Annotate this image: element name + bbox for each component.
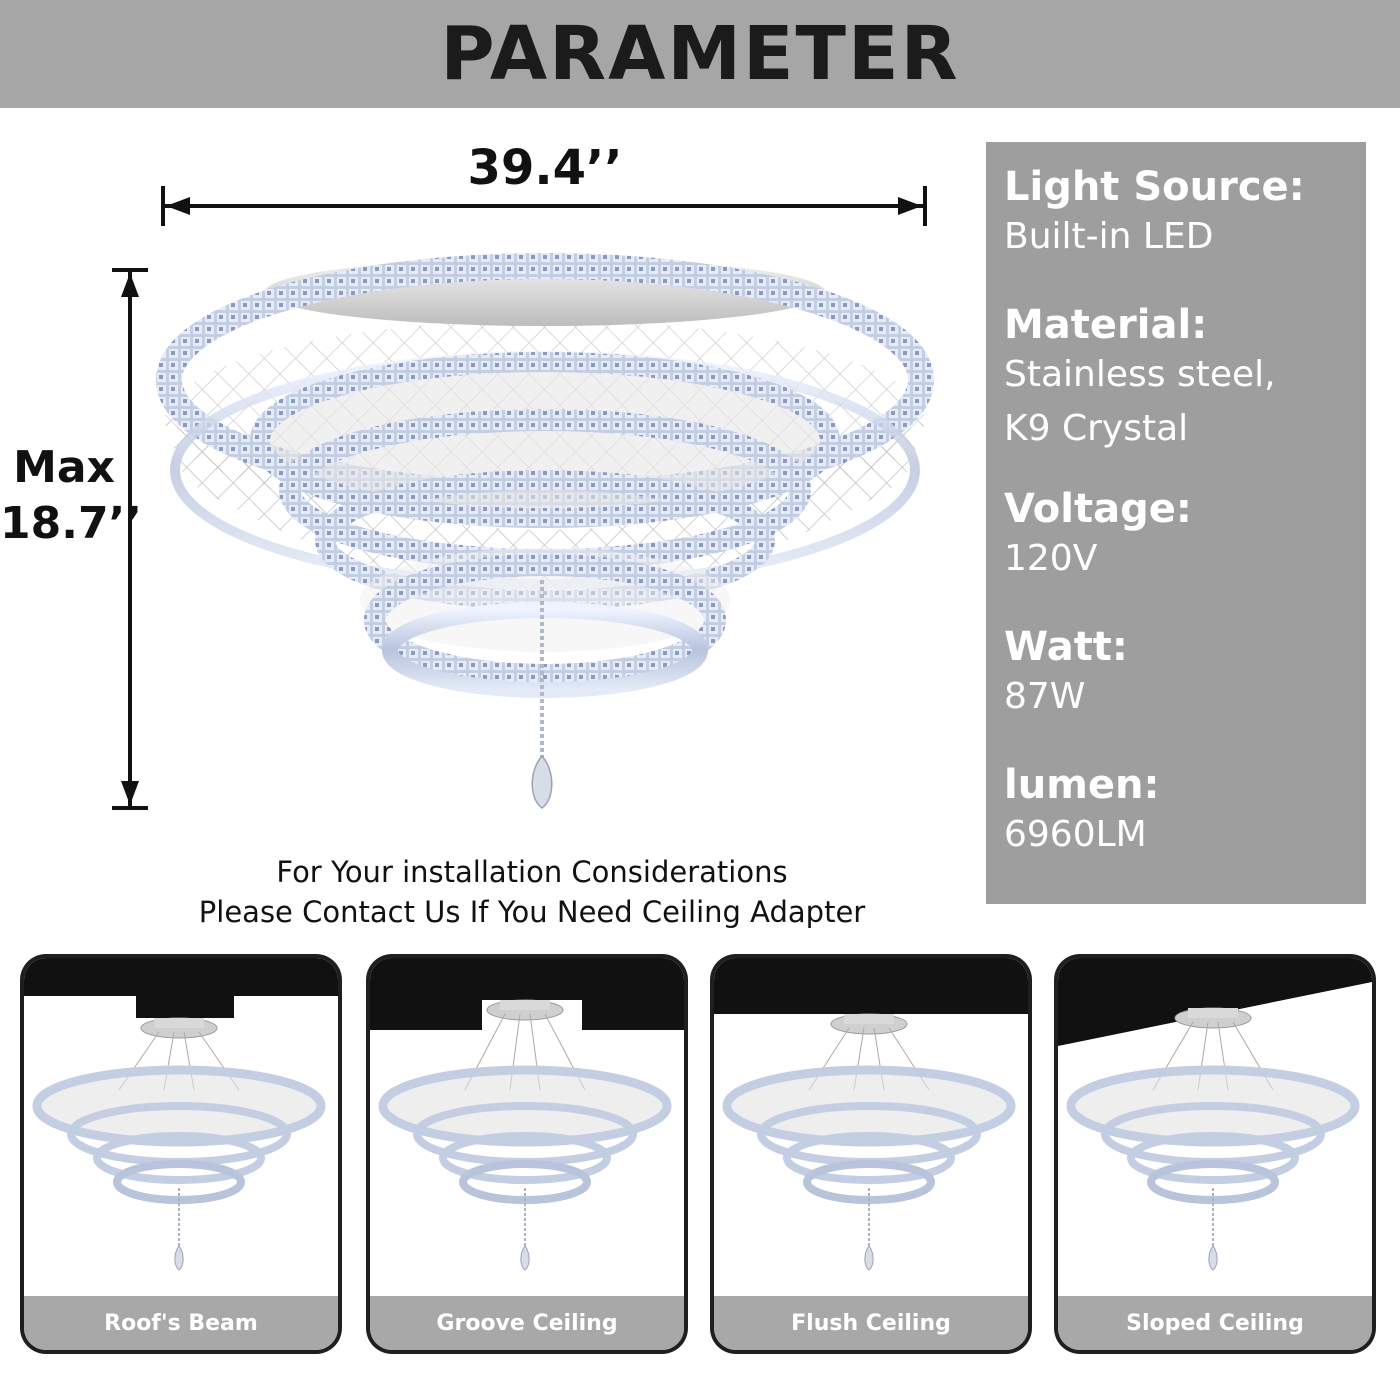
spec-value: 6960LM <box>1004 814 1147 855</box>
mini-chandelier-icon <box>1066 1007 1360 1271</box>
page-title: PARAMETER <box>440 11 960 97</box>
spec-label: Watt: <box>1004 624 1128 670</box>
card-caption: Sloped Ceiling <box>1058 1296 1372 1350</box>
installation-note: For Your installation Considerations Ple… <box>100 852 964 932</box>
mini-chandelier-icon <box>32 1017 326 1271</box>
beam-ceiling-illustration <box>24 958 338 1271</box>
height-dimension-label: Max 18.7’’ <box>0 440 142 552</box>
spec-value: Built-in LED <box>1004 216 1214 257</box>
spec-value: 87W <box>1004 676 1086 717</box>
spec-value: 120V <box>1004 538 1098 579</box>
spec-value: K9 Crystal <box>1004 408 1189 449</box>
height-label-line1: Max <box>13 442 115 493</box>
card-body: Flush Ceiling <box>714 958 1028 1350</box>
install-card-sloped-ceiling: Sloped Ceiling <box>1054 954 1376 1354</box>
spec-label: Light Source: <box>1004 164 1305 210</box>
card-caption: Flush Ceiling <box>714 1296 1028 1350</box>
chandelier-image <box>156 253 934 809</box>
spec-label: Voltage: <box>1004 486 1192 532</box>
sloped-ceiling-illustration <box>1058 958 1372 1271</box>
install-card-roofs-beam: Roof's Beam <box>20 954 342 1354</box>
chandelier-figure <box>112 186 934 810</box>
card-body: Roof's Beam <box>24 958 338 1350</box>
groove-ceiling-illustration <box>370 958 684 1271</box>
install-card-flush-ceiling: Flush Ceiling <box>710 954 1032 1354</box>
card-body: Groove Ceiling <box>370 958 684 1350</box>
card-caption: Roof's Beam <box>24 1296 338 1350</box>
width-dimension-label: 39.4’’ <box>467 140 623 196</box>
height-label-line2: 18.7’’ <box>0 498 142 549</box>
spec-value: Stainless steel, <box>1004 354 1276 395</box>
spec-voltage: Voltage: 120V <box>1004 484 1366 584</box>
spec-light-source: Light Source: Built-in LED <box>1004 162 1366 262</box>
note-line1: For Your installation Considerations <box>276 855 788 889</box>
install-card-groove-ceiling: Groove Ceiling <box>366 954 688 1354</box>
card-caption: Groove Ceiling <box>370 1296 684 1350</box>
spec-label: Material: <box>1004 302 1208 348</box>
spec-material: Material: Stainless steel, K9 Crystal <box>1004 300 1366 454</box>
flush-ceiling-illustration <box>714 958 1028 1271</box>
spec-panel: Light Source: Built-in LED Material: Sta… <box>986 142 1366 904</box>
spec-watt: Watt: 87W <box>1004 622 1366 722</box>
header-bar: PARAMETER <box>0 0 1400 108</box>
spec-label: lumen: <box>1004 762 1160 808</box>
note-line2: Please Contact Us If You Need Ceiling Ad… <box>198 895 866 929</box>
height-dimension-line <box>112 268 148 810</box>
width-dimension-line <box>161 186 927 226</box>
mini-chandelier-icon <box>378 999 672 1271</box>
mini-chandelier-icon <box>722 1013 1016 1271</box>
card-body: Sloped Ceiling <box>1058 958 1372 1350</box>
spec-lumen: lumen: 6960LM <box>1004 760 1366 860</box>
